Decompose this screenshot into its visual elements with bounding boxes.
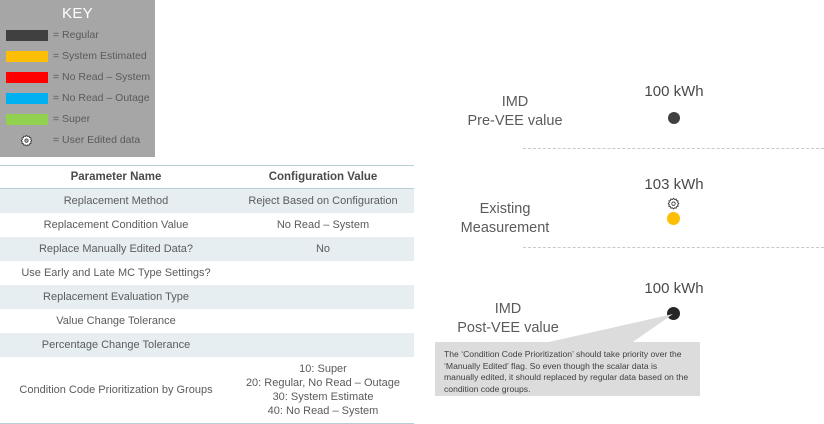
key-item-label: = Super bbox=[53, 112, 91, 125]
color-swatch-super-cell bbox=[0, 113, 53, 125]
table-row: Condition Code Prioritization by Groups … bbox=[0, 357, 414, 424]
color-swatch-no-read-outage-cell bbox=[0, 92, 53, 104]
cell-configuration-value: No Read – System bbox=[232, 213, 414, 237]
value-label-existing-measurement: 103 kWh bbox=[644, 176, 704, 193]
color-swatch-icon bbox=[5, 29, 48, 41]
color-swatch-regular-cell bbox=[0, 29, 53, 41]
cell-parameter-name: Condition Code Prioritization by Groups bbox=[0, 357, 232, 424]
key-item-user-edited: = User Edited data bbox=[0, 130, 155, 150]
color-swatch-system-estimated-cell bbox=[0, 50, 53, 62]
cell-configuration-value bbox=[232, 261, 414, 285]
table-row: Replacement Evaluation Type bbox=[0, 285, 414, 309]
section-divider-1 bbox=[523, 148, 824, 149]
cell-configuration-value: No bbox=[232, 237, 414, 261]
cell-parameter-name: Replacement Method bbox=[0, 188, 232, 213]
table-row: Value Change Tolerance bbox=[0, 309, 414, 333]
callout-pointer-triangle bbox=[540, 314, 673, 344]
color-swatch-icon bbox=[5, 50, 48, 62]
column-header-configuration-value: Configuration Value bbox=[232, 165, 414, 189]
vee-flow-diagram: IMD Pre-VEE value 100 kWh Existing Measu… bbox=[415, 0, 824, 423]
table-row: Use Early and Late MC Type Settings? bbox=[0, 261, 414, 285]
cell-configuration-value: 10: Super 20: Regular, No Read – Outage … bbox=[232, 357, 414, 424]
key-item-regular: = Regular bbox=[0, 25, 155, 45]
data-point-imd-pre-vee bbox=[668, 112, 680, 124]
key-title: KEY bbox=[62, 5, 93, 22]
color-swatch-no-read-system-cell bbox=[0, 71, 53, 83]
cell-parameter-name: Replacement Condition Value bbox=[0, 213, 232, 237]
color-swatch-icon bbox=[5, 71, 48, 83]
column-header-parameter-name: Parameter Name bbox=[0, 165, 232, 189]
callout-note-text: The ‘Condition Code Prioritization’ shou… bbox=[444, 349, 689, 394]
cell-configuration-value bbox=[232, 285, 414, 309]
table-body: Replacement Method Reject Based on Confi… bbox=[0, 188, 414, 424]
user-edited-marker bbox=[667, 197, 680, 215]
data-point-imd-post-vee bbox=[667, 307, 680, 320]
key-item-system-estimated: = System Estimated bbox=[0, 46, 155, 66]
key-item-label: = No Read – Outage bbox=[53, 91, 150, 104]
cell-configuration-value bbox=[232, 309, 414, 333]
configuration-table: Parameter Name Configuration Value Repla… bbox=[0, 165, 414, 424]
cell-parameter-name: Value Change Tolerance bbox=[0, 309, 232, 333]
table-header-row: Parameter Name Configuration Value bbox=[0, 165, 414, 189]
gear-icon bbox=[667, 197, 680, 210]
key-item-no-read-outage: = No Read – Outage bbox=[0, 88, 155, 108]
key-item-label: = Regular bbox=[53, 28, 99, 41]
stage-label-existing-measurement: Existing Measurement bbox=[460, 201, 550, 236]
value-label-imd-post-vee: 100 kWh bbox=[644, 280, 704, 297]
gear-cell bbox=[0, 134, 53, 147]
color-swatch-icon bbox=[5, 113, 48, 125]
key-item-super: = Super bbox=[0, 109, 155, 129]
cell-parameter-name: Percentage Change Tolerance bbox=[0, 333, 232, 357]
key-item-label: = No Read – System bbox=[53, 70, 151, 83]
table-row: Replacement Condition Value No Read – Sy… bbox=[0, 213, 414, 237]
cell-configuration-value bbox=[232, 333, 414, 357]
key-legend-box: KEY = Regular = System Estimated = No Re… bbox=[0, 0, 155, 157]
cell-parameter-name: Replace Manually Edited Data? bbox=[0, 237, 232, 261]
cell-configuration-value: Reject Based on Configuration bbox=[232, 188, 414, 213]
key-item-no-read-system: = No Read – System bbox=[0, 67, 155, 87]
data-point-existing-measurement bbox=[667, 212, 680, 225]
stage-label-imd-post-vee: IMD Post-VEE value bbox=[457, 301, 559, 336]
value-label-imd-pre-vee: 100 kWh bbox=[644, 83, 704, 100]
table-row: Replace Manually Edited Data? No bbox=[0, 237, 414, 261]
table-header: Parameter Name Configuration Value bbox=[0, 165, 414, 189]
gear-icon bbox=[20, 134, 33, 147]
key-item-label: = System Estimated bbox=[53, 49, 147, 62]
callout-note-box: The ‘Condition Code Prioritization’ shou… bbox=[435, 342, 700, 396]
cell-parameter-name: Replacement Evaluation Type bbox=[0, 285, 232, 309]
stage-label-imd-pre-vee: IMD Pre-VEE value bbox=[467, 94, 563, 129]
table-row: Percentage Change Tolerance bbox=[0, 333, 414, 357]
cell-parameter-name: Use Early and Late MC Type Settings? bbox=[0, 261, 232, 285]
key-item-label: = User Edited data bbox=[53, 133, 141, 146]
color-swatch-icon bbox=[5, 92, 48, 104]
table-row: Replacement Method Reject Based on Confi… bbox=[0, 188, 414, 213]
section-divider-2 bbox=[523, 247, 824, 248]
